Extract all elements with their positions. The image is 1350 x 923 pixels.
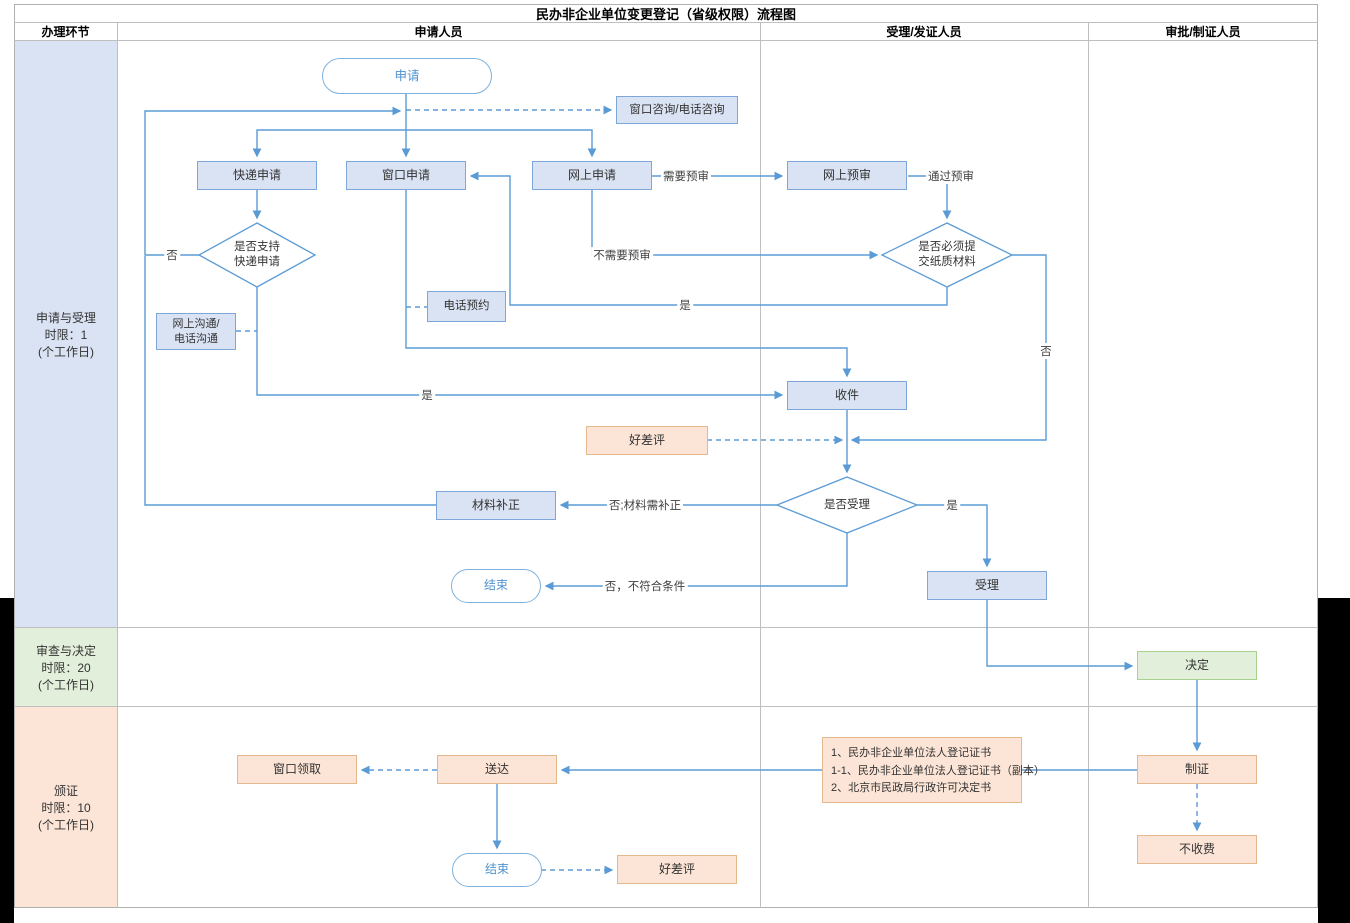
rating1-node: 好差评 [586,426,708,455]
decision-paper-label: 是否必须提 交纸质材料 [918,241,976,268]
column-header-approver: 审批/制证人员 [1165,24,1241,39]
material-correction-node: 材料补正 [436,491,556,520]
edge-label-paper-yes: 是 [677,297,693,313]
decision-paper-diamond [880,222,1014,288]
edge-label-accept-no-fix: 否;材料需补正 [606,497,684,513]
column-divider [117,22,118,908]
edge-label-no-need-preview: 不需要预审 [591,247,653,263]
express-apply-node: 快递申请 [197,161,317,190]
table-border [14,4,1318,908]
window-pickup-node: 窗口领取 [237,755,357,784]
communication-node: 网上沟通/ 电话沟通 [156,313,236,350]
no-fee-node: 不收费 [1137,835,1257,864]
edge-accept-decide [986,600,1134,671]
row-divider [14,22,1318,23]
column-header-applicant: 申请人员 [414,24,463,39]
edge-label-express-no: 否 [164,247,180,263]
accept-node: 受理 [927,571,1047,600]
phase-cell-apply: 申请与受理 时限：1 (个工作日) [15,41,117,627]
row-divider [14,627,1318,628]
make-cert-node: 制证 [1137,755,1257,784]
consult-node: 窗口咨询/电话咨询 [616,96,738,124]
edge-expressq-yes [256,287,784,400]
decision-express-label: 是否支持 快递申请 [234,241,280,268]
online-preview-node: 网上预审 [787,161,907,190]
edge-online-paperq [591,190,879,260]
screen-black-right [1318,598,1350,923]
rating2-node: 好差评 [617,855,737,884]
documents-node: 1、民办非企业单位法人登记证书 1-1、民办非企业单位法人登记证书（副本） 2、… [822,737,1045,803]
decision-express-diamond [197,222,317,288]
edge-window-receive [405,190,852,378]
document-line: 1-1、民办非企业单位法人登记证书（副本） [831,764,1045,777]
receive-node: 收件 [787,381,907,410]
row-divider [14,40,1318,41]
decision-accept-label: 是否受理 [824,498,870,511]
phase-cell-issue: 颁证 时限：10 (个工作日) [15,707,117,908]
edge-fix-back [144,256,436,506]
document-line: 2、北京市民政局行政许可决定书 [831,782,992,795]
column-header-steps: 办理环节 [41,24,90,39]
decision-accept-diamond [775,476,919,534]
phase-cell-review: 审查与决定 时限：20 (个工作日) [15,628,117,706]
phone-appointment-node: 电话预约 [427,291,506,322]
document-line: 1、民办非企业单位法人登记证书 [831,747,992,759]
end2-node: 结束 [452,853,542,887]
row-divider [14,706,1318,707]
deliver-node: 送达 [437,755,557,784]
edge-label-express-yes: 是 [419,387,435,403]
edge-paperq-yes [469,171,948,306]
edge-label-paper-no: 否 [1038,343,1054,359]
screen-black-left [0,598,14,923]
diagram-title: 民办非企业单位变更登记（省级权限）流程图 [535,6,796,22]
column-divider [1088,22,1089,908]
edge-label-need-preview: 需要预审 [661,168,711,184]
edge-start-online [406,129,597,158]
edge-acceptq-accept [917,504,992,568]
start-node: 申请 [322,58,492,94]
edge-label-accept-yes: 是 [944,497,960,513]
window-apply-node: 窗口申请 [346,161,466,190]
end1-node: 结束 [451,569,541,603]
column-divider [760,22,761,908]
edge-acceptq-end [544,533,848,591]
column-header-acceptor: 受理/发证人员 [886,24,962,39]
online-apply-node: 网上申请 [532,161,652,190]
edge-start-express [252,129,406,158]
decide-node: 决定 [1137,651,1257,680]
edge-label-accept-no-end: 否，不符合条件 [602,578,688,594]
edge-label-pass-preview: 通过预审 [926,168,976,184]
